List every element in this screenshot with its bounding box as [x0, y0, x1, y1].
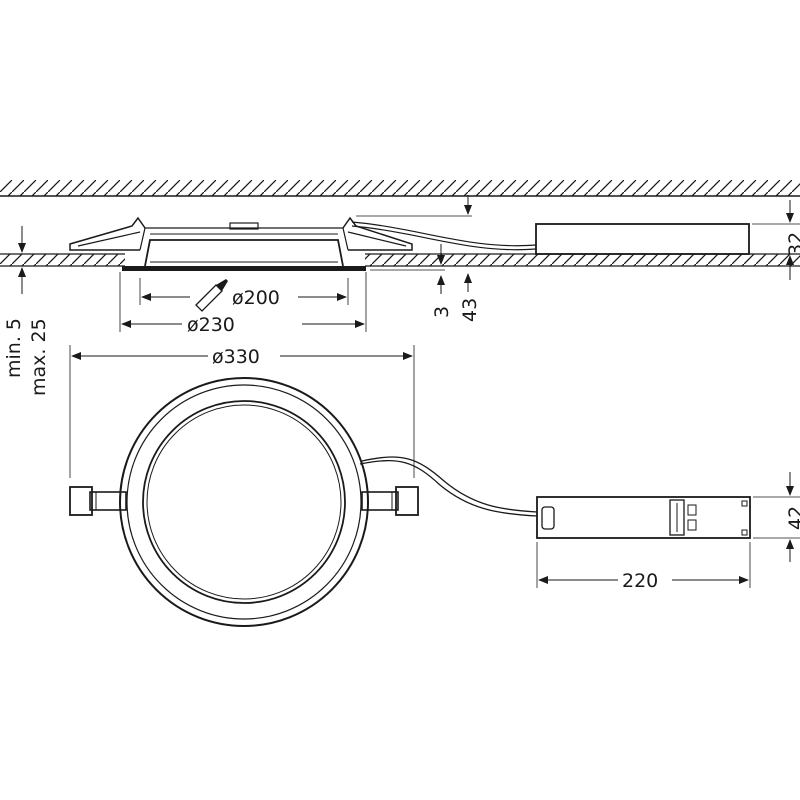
dimension-diameter-330: ø330 — [69, 345, 415, 478]
luminaire-side-view — [69, 216, 537, 271]
structural-ceiling — [0, 180, 800, 197]
label-d200: ø200 — [232, 287, 280, 309]
label-h3: 3 — [431, 306, 453, 318]
label-w220: 220 — [622, 570, 658, 592]
dimension-diameter-200: ø200 — [139, 278, 349, 312]
driver-side-view — [535, 223, 750, 255]
dimension-diameter-230: ø230 — [119, 272, 367, 336]
dimension-length-220: 220 — [536, 542, 751, 592]
dimension-height-32: 32 — [752, 200, 800, 280]
label-h32: 32 — [785, 232, 800, 256]
dimension-height-3: 3 — [370, 244, 453, 318]
label-max25: max. 25 — [28, 318, 50, 396]
label-d230: ø230 — [187, 314, 235, 336]
label-min5: min. 5 — [3, 318, 25, 378]
dimension-width-42: 42 — [753, 472, 800, 562]
label-h42: 42 — [785, 506, 800, 530]
luminaire-top-view — [69, 377, 538, 627]
screwdriver-icon — [195, 279, 228, 312]
label-d330: ø330 — [212, 346, 260, 368]
suspended-ceiling-panel — [0, 253, 800, 267]
dimension-ceiling-thickness: min. 5 max. 25 — [3, 226, 50, 396]
driver-top-view — [536, 496, 751, 539]
dimension-height-43: 43 — [356, 195, 481, 322]
label-h43: 43 — [459, 298, 481, 322]
